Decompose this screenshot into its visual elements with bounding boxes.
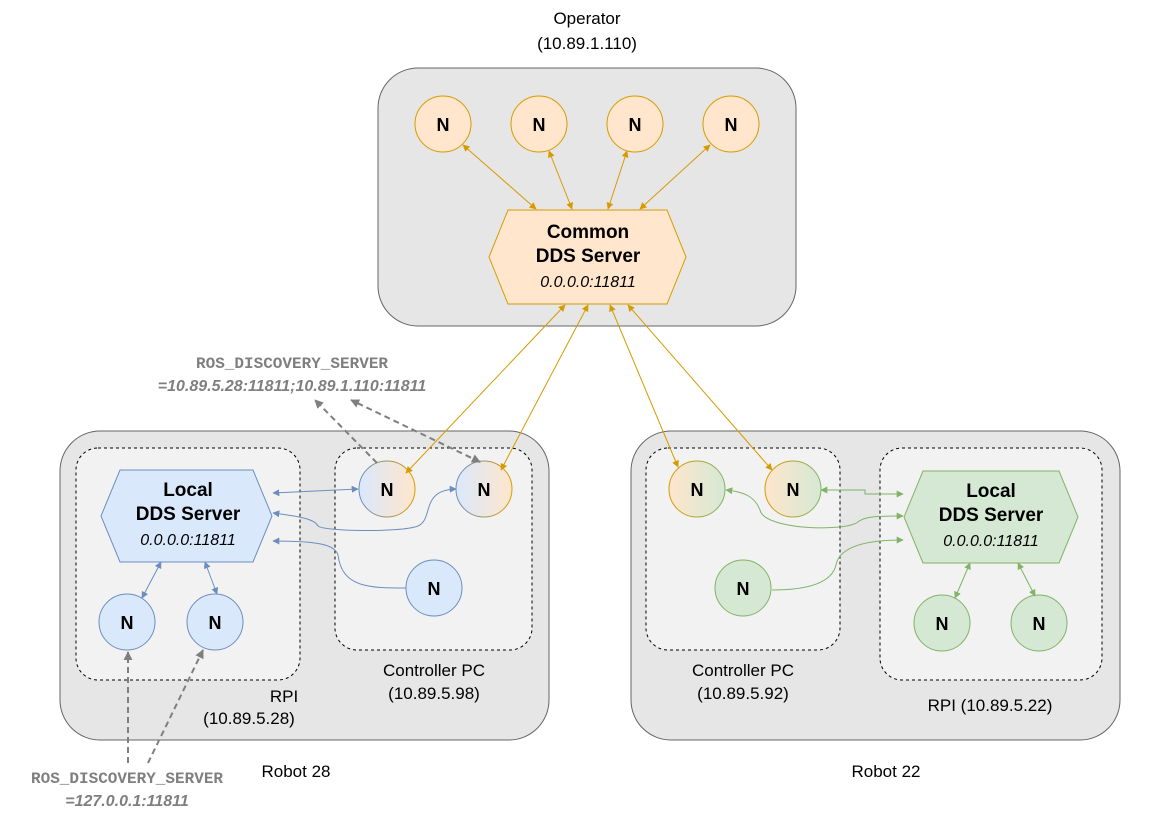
robot28-controller-node-2: N xyxy=(455,460,513,518)
node-label: N xyxy=(629,115,642,135)
link-arrow xyxy=(141,561,162,599)
env-pointer-arrow xyxy=(350,399,481,463)
env-controller-value: =10.89.5.28:11811;10.89.1.110:11811 xyxy=(158,378,427,395)
node-label: N xyxy=(437,115,450,135)
robot28-controller-node-3: N xyxy=(405,559,463,617)
env-pointer-arrow xyxy=(147,649,204,764)
robot28-controller-node-1: N xyxy=(358,460,416,518)
link-arrow xyxy=(627,304,773,471)
link-arrow xyxy=(639,144,711,210)
robot28-rpi-node-2: N xyxy=(186,593,244,651)
node-label: N xyxy=(121,613,134,633)
robot28-controller-label-line2: (10.89.5.98) xyxy=(388,684,480,703)
common-dds-server: Common DDS Server 0.0.0.0:11811 xyxy=(488,209,687,305)
robot28-controller-label-line1: Controller PC xyxy=(383,661,485,680)
robot22-controller-node-1: N xyxy=(668,460,726,518)
server-title-line2: DDS Server xyxy=(939,505,1044,526)
robot22-controller-node-3: N xyxy=(714,559,772,617)
link-arrow xyxy=(272,537,407,589)
robot22-controller-node-2: N xyxy=(764,460,822,518)
robot22-rpi-label: RPI (10.89.5.22) xyxy=(928,696,1053,715)
node-label: N xyxy=(787,480,800,500)
server-title-line1: Common xyxy=(547,222,629,243)
link-arrow xyxy=(1017,562,1036,597)
node-label: N xyxy=(533,115,546,135)
robot22-rpi-node-1: N xyxy=(913,594,971,652)
link-arrow xyxy=(606,150,629,210)
server-title-line2: DDS Server xyxy=(536,246,641,267)
link-arrow xyxy=(272,485,457,532)
node-label: N xyxy=(381,480,394,500)
robot22-group: Controller PC (10.89.5.92) RPI (10.89.5.… xyxy=(630,430,1121,781)
link-arrow xyxy=(500,304,589,471)
env-rpi-annotation: ROS_DISCOVERY_SERVER =127.0.0.1:11811 xyxy=(31,649,223,810)
node-label: N xyxy=(1033,614,1046,634)
server-title-line1: Local xyxy=(966,481,1016,502)
node-label: N xyxy=(936,614,949,634)
robot28-rpi-label-line1: RPI xyxy=(270,687,298,706)
server-title-line2: DDS Server xyxy=(136,504,241,525)
link-arrow xyxy=(725,487,904,529)
robot28-local-dds-server: Local DDS Server 0.0.0.0:11811 xyxy=(100,469,273,563)
server-address: 0.0.0.0:11811 xyxy=(540,274,636,291)
operator-title: Operator xyxy=(553,9,620,28)
node-label: N xyxy=(737,579,750,599)
env-rpi-name: ROS_DISCOVERY_SERVER xyxy=(31,770,223,788)
node-label: N xyxy=(209,613,222,633)
env-controller-annotation: ROS_DISCOVERY_SERVER =10.89.5.28:11811;1… xyxy=(158,355,481,464)
link-arrow xyxy=(548,150,573,210)
server-address: 0.0.0.0:11811 xyxy=(140,532,236,549)
node-label: N xyxy=(691,480,704,500)
link-arrow xyxy=(954,562,971,599)
link-arrow xyxy=(462,144,537,210)
server-address: 0.0.0.0:11811 xyxy=(943,533,1039,550)
robot22-rpi-node-2: N xyxy=(1010,594,1068,652)
robot22-local-dds-server: Local DDS Server 0.0.0.0:11811 xyxy=(903,470,1079,564)
robot22-controller-label-line1: Controller PC xyxy=(692,661,794,680)
operator-node-4: N xyxy=(702,95,760,153)
link-arrow xyxy=(203,561,219,595)
operator-node-1: N xyxy=(414,95,472,153)
operator-ip: (10.89.1.110) xyxy=(537,34,637,53)
robot22-label: Robot 22 xyxy=(852,762,921,781)
operator-group: Operator (10.89.1.110) N N N N Common DD… xyxy=(377,9,797,327)
robot28-rpi-node-1: N xyxy=(98,593,156,651)
server-title-line1: Local xyxy=(163,480,213,501)
operator-node-2: N xyxy=(510,95,568,153)
robot28-label: Robot 28 xyxy=(262,762,331,781)
robot28-group: RPI (10.89.5.28) Controller PC (10.89.5.… xyxy=(59,430,550,781)
node-label: N xyxy=(478,480,491,500)
node-label: N xyxy=(725,115,738,135)
node-label: N xyxy=(428,579,441,599)
link-arrow xyxy=(771,536,904,591)
operator-node-3: N xyxy=(606,95,664,153)
env-controller-name: ROS_DISCOVERY_SERVER xyxy=(196,355,388,373)
env-rpi-value: =127.0.0.1:11811 xyxy=(65,793,189,810)
robot22-controller-label-line2: (10.89.5.92) xyxy=(697,684,789,703)
robot28-rpi-label-line2: (10.89.5.28) xyxy=(203,709,295,728)
